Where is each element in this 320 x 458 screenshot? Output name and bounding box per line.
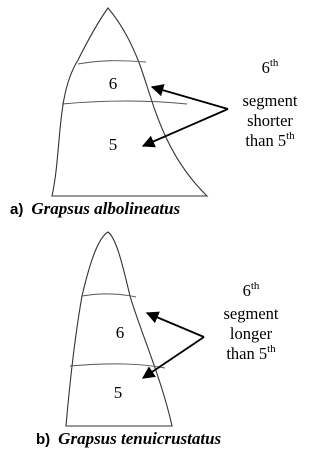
note-line3-a: shorter (247, 111, 293, 130)
abdomen-outline-a (52, 8, 207, 196)
caption-a: a)Grapsus albolineatus (10, 199, 181, 218)
note-line2-a: segment (243, 91, 298, 110)
caption-b: b)Grapsus tenuicrustatus (36, 429, 222, 448)
segment-6-label-a: 6 (109, 74, 118, 93)
note-line1-b: 6th (243, 280, 260, 300)
annotation-b: 6th segment longer than 5th (224, 280, 279, 363)
note-line4-b: than 5th (226, 343, 276, 363)
segment-5-label-b: 5 (114, 383, 123, 402)
arrow-to-segment-5-b (143, 337, 204, 378)
suture-6-7-b (82, 294, 136, 297)
annotation-a: 6th segment shorter than 5th (243, 57, 298, 150)
note-line3-b: longer (230, 324, 273, 343)
arrow-to-segment-6-b (147, 313, 204, 337)
note-line2-b: segment (224, 304, 279, 323)
segment-6-label-b: 6 (116, 323, 125, 342)
panel-a: 6 5 6th segment shorter than 5th a)Graps… (10, 8, 298, 218)
arrow-to-segment-5-a (143, 109, 228, 146)
suture-6-7-a (78, 61, 146, 64)
segment-5-label-a: 5 (109, 135, 118, 154)
note-line1-a: 6th (262, 57, 279, 77)
arrow-to-segment-6-a (152, 87, 228, 109)
note-line4-a: than 5th (245, 130, 295, 150)
suture-5-6-b (70, 364, 165, 368)
suture-5-6-a (62, 101, 187, 104)
panel-b: 6 5 6th segment longer than 5th b)Grapsu… (36, 232, 279, 448)
